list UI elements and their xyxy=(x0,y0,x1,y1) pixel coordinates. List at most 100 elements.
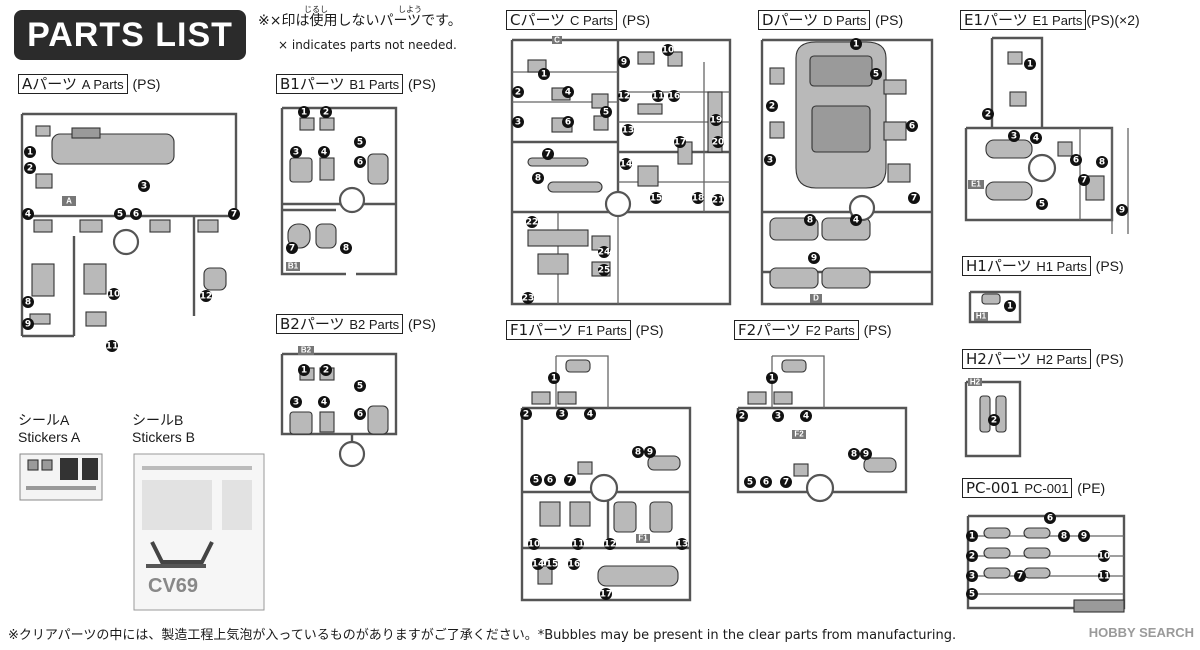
part-number-marker: 22 xyxy=(526,216,539,228)
svg-text:7: 7 xyxy=(545,150,551,160)
svg-text:2: 2 xyxy=(969,552,975,562)
svg-text:6: 6 xyxy=(1073,156,1079,166)
svg-text:7: 7 xyxy=(783,478,789,488)
svg-text:7: 7 xyxy=(289,244,295,254)
part-number-marker: 8 xyxy=(804,214,816,226)
svg-text:17: 17 xyxy=(600,590,613,600)
part-number-marker: 3 xyxy=(290,396,302,408)
part-number-marker: 2 xyxy=(24,162,36,174)
part-number-marker: 10 xyxy=(528,538,540,550)
part-number-marker: 10 xyxy=(1098,550,1110,562)
part-number-marker: 6 xyxy=(760,476,772,488)
svg-text:6: 6 xyxy=(357,158,363,168)
part-number-marker: 5 xyxy=(1036,198,1048,210)
svg-text:11: 11 xyxy=(106,342,119,352)
svg-text:22: 22 xyxy=(526,218,539,228)
part-number-marker: 11 xyxy=(1098,570,1111,582)
part-number-marker: 13 xyxy=(622,124,634,136)
svg-text:6: 6 xyxy=(133,210,139,220)
part-number-marker: 8 xyxy=(532,172,544,184)
part-number-marker: 19 xyxy=(710,114,722,126)
svg-text:12: 12 xyxy=(618,92,631,102)
part-number-marker: 5 xyxy=(870,68,882,80)
runner-h2: H2 2 xyxy=(964,378,1022,458)
part-number-marker: 2 xyxy=(982,108,994,120)
svg-text:4: 4 xyxy=(803,412,809,422)
part-number-marker: 1 xyxy=(538,68,550,80)
part-number-marker: 1 xyxy=(298,106,310,118)
section-label-d: Dパーツ D Parts (PS) xyxy=(758,10,903,30)
part-number-marker: 8 xyxy=(1058,530,1070,542)
svg-text:1: 1 xyxy=(541,70,547,80)
svg-text:C: C xyxy=(554,36,560,45)
part-number-marker: 3 xyxy=(1008,130,1020,142)
part-number-marker: 1 xyxy=(850,38,862,50)
furigana-2: しよう xyxy=(398,5,422,14)
svg-text:1: 1 xyxy=(853,40,859,50)
svg-text:4: 4 xyxy=(1033,134,1039,144)
svg-text:25: 25 xyxy=(598,266,611,276)
sticker-sheet-a xyxy=(19,453,103,501)
svg-text:1: 1 xyxy=(1027,60,1033,70)
svg-text:2: 2 xyxy=(515,88,521,98)
part-number-marker: 8 xyxy=(22,296,34,308)
part-number-marker: 5 xyxy=(966,588,978,600)
svg-text:5: 5 xyxy=(603,108,609,118)
svg-text:3: 3 xyxy=(775,412,781,422)
page-title: PARTS LIST xyxy=(14,10,246,60)
part-number-marker: 14 xyxy=(620,158,632,170)
part-number-marker: 4 xyxy=(1030,132,1042,144)
section-label-b2: B2パーツ B2 Parts (PS) xyxy=(276,314,436,334)
svg-text:1: 1 xyxy=(301,366,307,376)
part-number-marker: 11 xyxy=(572,538,584,550)
svg-text:8: 8 xyxy=(1061,532,1067,542)
svg-text:16: 16 xyxy=(568,560,581,570)
svg-text:3: 3 xyxy=(141,182,147,192)
svg-text:F2: F2 xyxy=(794,430,804,439)
svg-text:5: 5 xyxy=(533,476,539,486)
svg-text:15: 15 xyxy=(650,194,663,204)
svg-text:8: 8 xyxy=(343,244,349,254)
svg-text:6: 6 xyxy=(357,410,363,420)
part-number-marker: 2 xyxy=(988,414,1000,426)
part-number-marker: 2 xyxy=(736,410,748,422)
svg-text:1: 1 xyxy=(969,532,975,542)
svg-text:3: 3 xyxy=(969,572,975,582)
part-number-marker: 16 xyxy=(568,558,581,570)
svg-text:7: 7 xyxy=(1081,176,1087,186)
svg-text:12: 12 xyxy=(200,292,213,302)
part-number-marker: 16 xyxy=(668,90,681,102)
part-number-marker: 24 xyxy=(598,246,610,258)
part-number-marker: 6 xyxy=(130,208,142,220)
part-number-marker: 2 xyxy=(766,100,778,112)
svg-text:6: 6 xyxy=(1047,514,1053,524)
svg-text:F1: F1 xyxy=(638,534,648,543)
part-number-marker: 5 xyxy=(114,208,126,220)
part-number-marker: 7 xyxy=(780,476,792,488)
svg-text:B2: B2 xyxy=(301,346,312,355)
part-number-marker: 11 xyxy=(652,90,664,102)
svg-text:3: 3 xyxy=(767,156,773,166)
part-number-marker: 1 xyxy=(24,146,36,158)
section-label-h1: H1パーツ H1 Parts (PS) xyxy=(962,256,1124,276)
part-number-marker: 23 xyxy=(522,292,534,304)
note-jp: ※×印は使用しないパーツです。 xyxy=(258,13,462,29)
svg-text:6: 6 xyxy=(547,476,553,486)
part-number-marker: 15 xyxy=(650,192,663,204)
svg-text:8: 8 xyxy=(635,448,641,458)
svg-text:1: 1 xyxy=(1007,302,1013,312)
part-number-marker: 21 xyxy=(712,194,724,206)
part-number-marker: 2 xyxy=(520,408,532,420)
svg-text:16: 16 xyxy=(668,92,681,102)
svg-text:11: 11 xyxy=(1098,572,1111,582)
svg-text:3: 3 xyxy=(515,118,521,128)
part-number-marker: 9 xyxy=(1116,204,1128,216)
part-number-marker: 10 xyxy=(108,288,120,300)
part-number-marker: 7 xyxy=(1078,174,1090,186)
part-number-marker: 12 xyxy=(200,290,213,302)
part-number-marker: 9 xyxy=(22,318,34,330)
part-number-marker: 7 xyxy=(908,192,920,204)
part-number-marker: 2 xyxy=(320,364,332,376)
